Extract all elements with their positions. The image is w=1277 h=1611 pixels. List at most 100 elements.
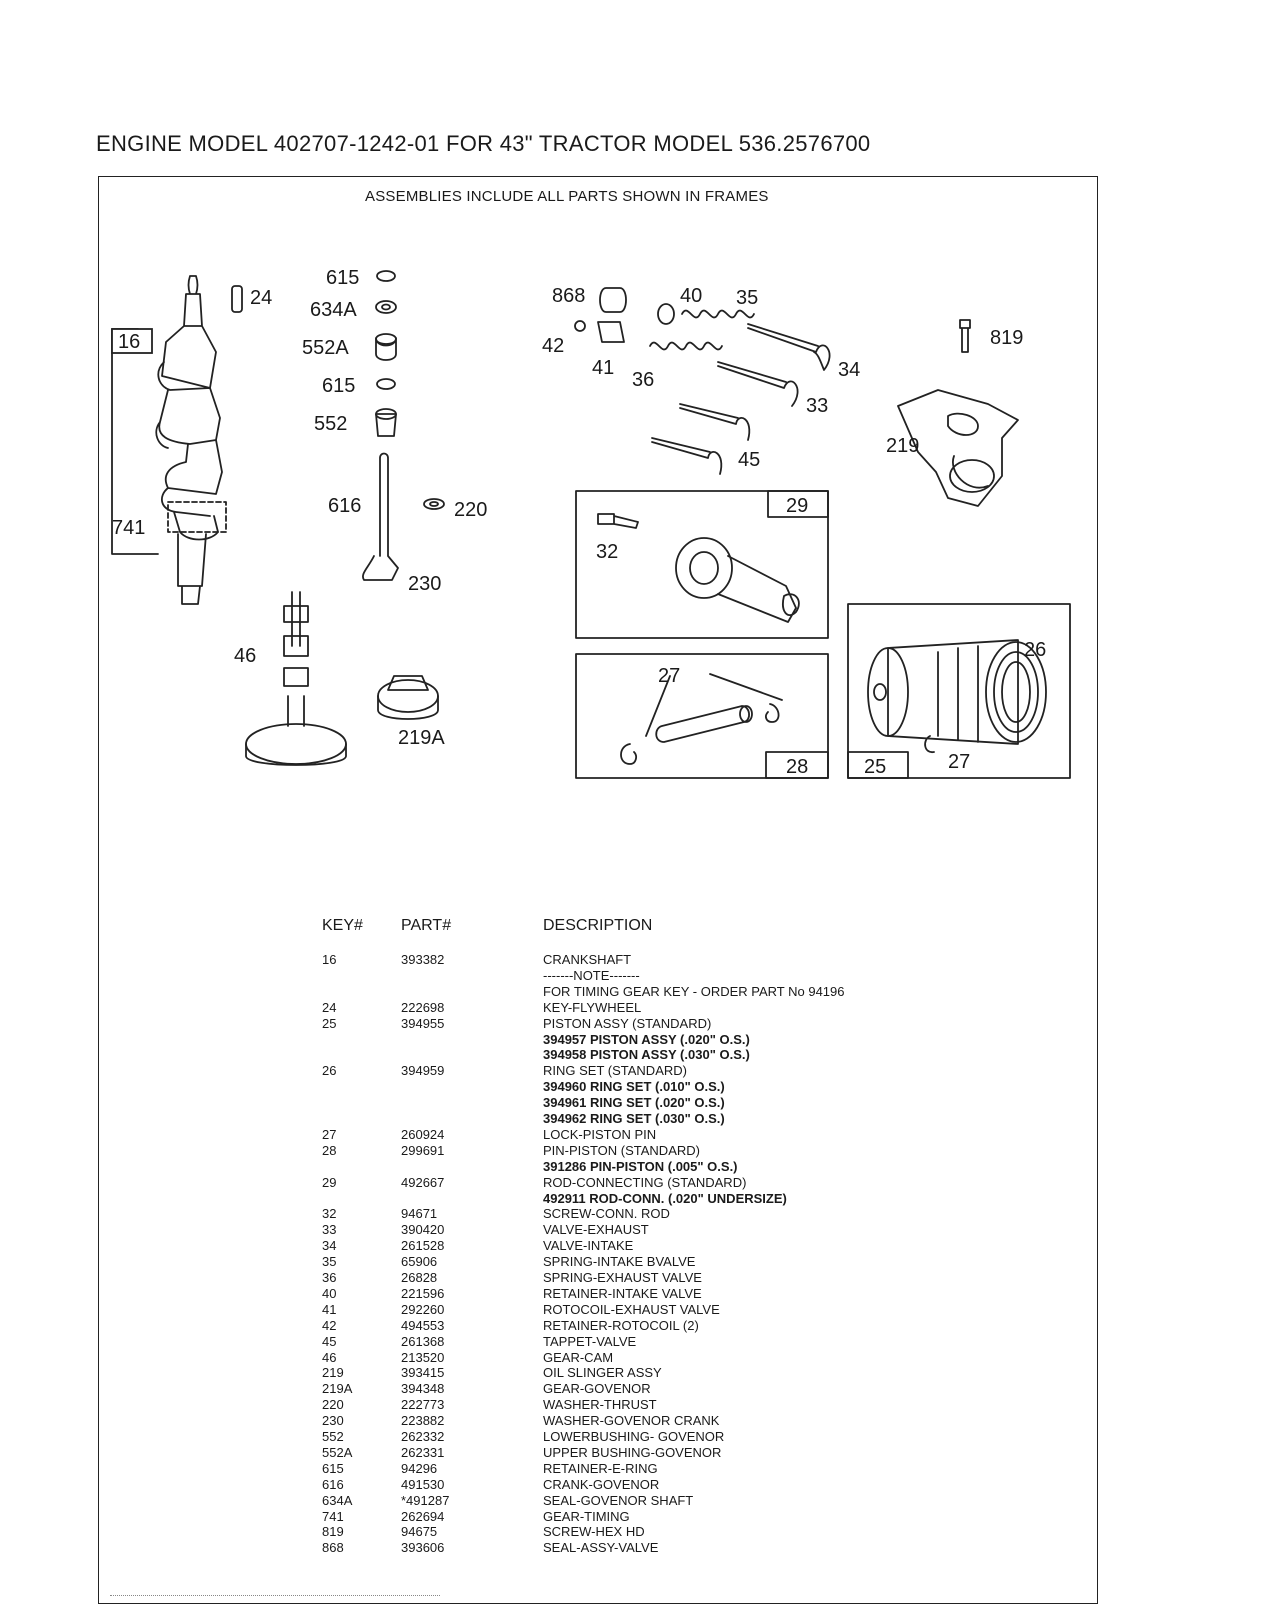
table-cell-key: 634A xyxy=(322,1492,353,1508)
table-cell-desc: SEAL-GOVENOR SHAFT xyxy=(543,1492,694,1508)
table-cell-desc: PISTON ASSY (STANDARD) xyxy=(543,1015,712,1031)
table-cell-desc: UPPER BUSHING-GOVENOR xyxy=(543,1444,722,1460)
table-cell-part: *491287 xyxy=(401,1492,450,1508)
callout-615-bottom: 615 xyxy=(322,375,355,397)
callout-634A: 634A xyxy=(310,299,357,321)
rotocoil-41 xyxy=(597,321,625,343)
callout-27-piston: 27 xyxy=(948,751,970,773)
table-cell-desc: SCREW-CONN. ROD xyxy=(543,1206,670,1222)
table-cell-desc: RETAINER-E-RING xyxy=(543,1460,658,1476)
column-header-description: DESCRIPTION xyxy=(543,917,653,934)
exhaust-valve-33 xyxy=(717,361,799,407)
table-cell-key: 46 xyxy=(322,1349,337,1365)
table-cell-part: 223882 xyxy=(401,1413,445,1429)
piston-pin-lock-right xyxy=(765,703,780,723)
callout-552A: 552A xyxy=(302,337,349,359)
table-cell-desc: WASHER-GOVENOR CRANK xyxy=(543,1413,720,1429)
table-cell-key: 45 xyxy=(322,1333,337,1349)
table-cell-part: 393382 xyxy=(401,952,445,967)
table-cell-desc: 394958 PISTON ASSY (.030" O.S.) xyxy=(543,1047,750,1063)
table-cell-key: 34 xyxy=(322,1238,337,1254)
table-cell-desc: LOCK-PISTON PIN xyxy=(543,1126,657,1142)
callout-33: 33 xyxy=(806,395,828,417)
table-cell-key: 616 xyxy=(322,1476,344,1492)
callout-35: 35 xyxy=(736,287,758,309)
timing-gear-drawing xyxy=(167,501,227,533)
table-cell-desc: 492911 ROD-CONN. (.020" UNDERSIZE) xyxy=(543,1190,787,1206)
table-cell-desc: SPRING-EXHAUST VALVE xyxy=(543,1270,702,1285)
table-cell-key: 29 xyxy=(322,1174,337,1190)
table-cell-key: 741 xyxy=(322,1508,344,1524)
table-cell-part: 261528 xyxy=(401,1238,445,1254)
callout-219A: 219A xyxy=(398,727,445,749)
callout-26: 26 xyxy=(1024,639,1046,661)
table-cell-desc: WASHER-THRUST xyxy=(543,1397,657,1413)
table-cell-desc: OIL SLINGER ASSY xyxy=(543,1365,662,1381)
table-cell-desc: VALVE-INTAKE xyxy=(543,1238,634,1254)
table-cell-part: 393606 xyxy=(401,1540,445,1556)
bushing-552 xyxy=(375,413,397,437)
table-cell-desc: SCREW-HEX HD xyxy=(543,1524,645,1540)
table-cell-key: 28 xyxy=(322,1142,337,1158)
table-cell-part: 262694 xyxy=(401,1508,445,1524)
callout-28: 28 xyxy=(786,756,808,778)
table-cell-key: 32 xyxy=(322,1206,337,1222)
table-cell-desc: GEAR-TIMING xyxy=(543,1508,630,1524)
table-cell-part: 260924 xyxy=(401,1126,445,1142)
frame-28-label-box xyxy=(765,751,829,779)
table-cell-desc: -------NOTE------- xyxy=(543,967,640,983)
exploded-parts-diagram: 16 24 741 615 634A 552A 615 552 616 220 … xyxy=(111,267,1071,779)
table-cell-desc: ROD-CONNECTING (STANDARD) xyxy=(543,1174,747,1190)
frame-29-label-box xyxy=(767,490,829,518)
table-cell-desc: FOR TIMING GEAR KEY - ORDER PART No 9419… xyxy=(543,983,845,999)
page-frame xyxy=(98,176,1098,1604)
tappet-valve-45-lower xyxy=(651,437,723,475)
callout-220: 220 xyxy=(454,499,487,521)
spring-35 xyxy=(681,309,755,319)
table-cell-part: 94671 xyxy=(401,1206,438,1222)
callout-40: 40 xyxy=(680,285,702,307)
table-cell-desc: 394957 PISTON ASSY (.020" O.S.) xyxy=(543,1031,750,1047)
table-cell-key: 40 xyxy=(322,1285,337,1301)
table-cell-part: 262332 xyxy=(401,1429,445,1444)
table-cell-desc: RETAINER-ROTOCOIL (2) xyxy=(543,1317,699,1333)
piston-lock-drawing xyxy=(924,735,935,753)
table-cell-part: 394955 xyxy=(401,1015,445,1031)
table-cell-key: 868 xyxy=(322,1540,344,1556)
oil-slinger-drawing xyxy=(897,389,1019,507)
table-cell-key: 33 xyxy=(322,1222,337,1238)
table-cell-desc: KEY-FLYWHEEL xyxy=(543,999,642,1015)
callout-868: 868 xyxy=(552,285,585,307)
table-cell-part: 94296 xyxy=(401,1460,438,1476)
table-cell-desc: SEAL-ASSY-VALVE xyxy=(543,1540,659,1556)
piston-frame xyxy=(847,603,1071,779)
table-cell-desc: 394961 RING SET (.020" O.S.) xyxy=(543,1095,725,1111)
table-cell-part: 65906 xyxy=(401,1254,438,1270)
callout-36: 36 xyxy=(632,369,654,391)
cam-gear-drawing xyxy=(283,591,309,727)
table-cell-part: 292260 xyxy=(401,1301,445,1317)
callout-616: 616 xyxy=(328,495,361,517)
table-cell-desc: SPRING-INTAKE BVALVE xyxy=(543,1254,696,1270)
table-cell-desc: CRANKSHAFT xyxy=(543,952,632,967)
connecting-rod-drawing xyxy=(675,537,733,599)
retainer-42 xyxy=(574,320,586,332)
table-cell-key: 552 xyxy=(322,1429,344,1444)
callout-24: 24 xyxy=(250,287,272,309)
table-cell-part: 213520 xyxy=(401,1349,445,1365)
table-cell-part: 222773 xyxy=(401,1397,445,1413)
table-cell-part: 491530 xyxy=(401,1476,445,1492)
table-cell-part: 299691 xyxy=(401,1142,445,1158)
callout-819: 819 xyxy=(990,327,1023,349)
table-cell-key: 220 xyxy=(322,1397,344,1413)
e-ring-615-top xyxy=(376,270,396,282)
callout-45: 45 xyxy=(738,449,760,471)
ring-set-drawing xyxy=(985,641,1047,743)
callout-25: 25 xyxy=(864,756,886,778)
table-cell-desc: GEAR-GOVENOR xyxy=(543,1381,651,1397)
piston-drawing xyxy=(887,639,1019,745)
table-cell-key: 26 xyxy=(322,1063,337,1079)
table-cell-desc: RETAINER-INTAKE VALVE xyxy=(543,1285,702,1301)
seal-634A xyxy=(375,300,397,314)
table-cell-key: 552A xyxy=(322,1444,353,1460)
